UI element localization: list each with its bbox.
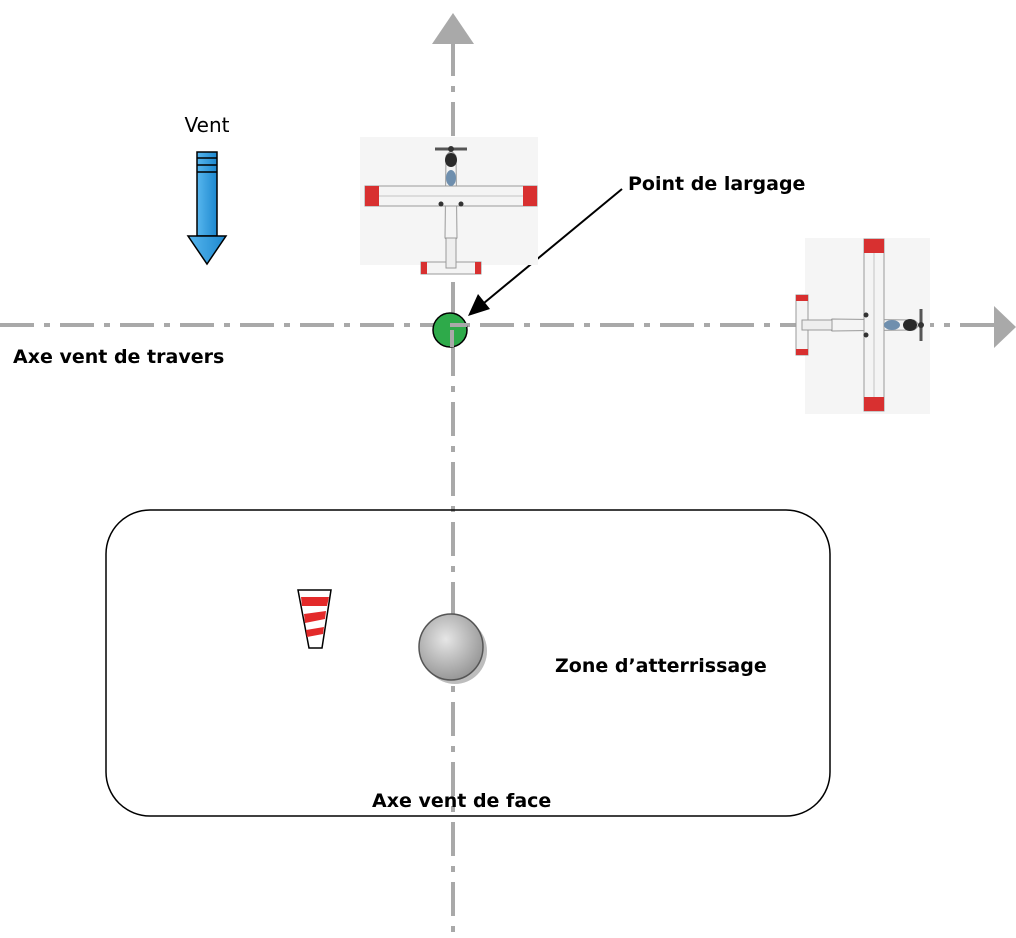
wind-arrow-icon: [186, 151, 228, 266]
release-point-label: Point de largage: [628, 173, 805, 195]
release-point-leader-arrow: [468, 188, 623, 316]
headwind-axis-arrowhead: [432, 13, 474, 44]
headwind-axis-label: Axe vent de face: [372, 790, 551, 812]
airplane-icon: [360, 137, 539, 276]
crosswind-axis-label: Axe vent de travers: [13, 346, 224, 368]
windsock-icon: [297, 589, 332, 649]
airplane-icon: [794, 237, 930, 414]
release-point-marker: [432, 312, 468, 348]
landing-zone-area: [105, 509, 831, 817]
landing-zone-label: Zone d’atterrissage: [555, 655, 767, 677]
wind-label: Vent: [185, 113, 230, 137]
crosswind-axis-arrowhead: [994, 306, 1016, 348]
target-disc-icon: [418, 613, 487, 684]
